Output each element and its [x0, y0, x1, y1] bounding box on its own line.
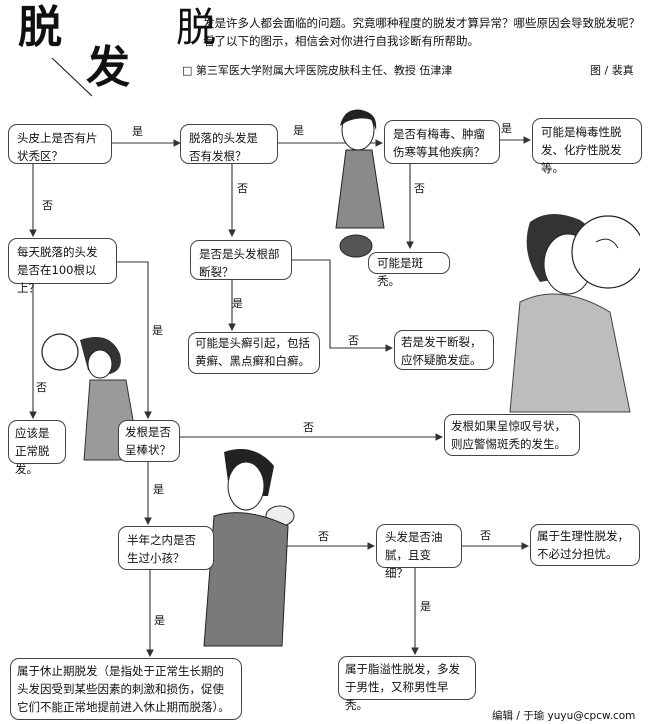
node-telogen-result: 属于休止期脱发（是指处于正常生长期的头发因受到某些因素的刺激和损伤，促使它们不能…	[10, 658, 242, 720]
illustration-credit: 图 / 裴真	[590, 64, 634, 77]
intro-dropcap: 脱	[176, 5, 216, 51]
label-n6-n11-yes: 是	[152, 324, 163, 337]
node-normal-loss-result: 应该是正常脱发。	[8, 420, 66, 476]
node-other-disease-question: 是否有梅毒、肿瘤伤寒等其他疾病？	[384, 120, 500, 164]
node-root-break-question: 是否是头发根部断裂？	[190, 240, 292, 280]
label-n3-n4-yes: 是	[501, 122, 512, 135]
title-char-1: 脱	[18, 2, 62, 53]
node-alopecia-areata-result: 可能是斑秃。	[368, 252, 450, 288]
node-brittle-hair-result: 若是发干断裂，应怀疑脆发症。	[394, 330, 494, 370]
node-hair-root-question: 脱落的头发是否有发根？	[180, 124, 278, 164]
node-tinea-result: 可能是头癣引起，包括黄癣、黑点癣和白癣。	[188, 332, 320, 374]
label-n3-n5-no: 否	[414, 182, 425, 195]
node-bald-patch-question: 头皮上是否有片状秃区？	[8, 124, 112, 164]
woman-illustration-2	[509, 213, 640, 413]
node-daily-loss-question: 每天脱落的头发是否在100根以上？	[8, 238, 117, 295]
label-n2-n3-yes: 是	[293, 124, 304, 137]
edge-n6-n11	[117, 261, 152, 420]
edge-n7-n9	[292, 259, 394, 352]
label-n14-n17-yes: 是	[420, 600, 431, 613]
label-n2-n7-no: 否	[237, 182, 248, 195]
node-syphilis-chemo-result: 可能是梅毒性脱发、化疗性脱发等。	[532, 118, 642, 175]
byline: □ 第三军医大学附属大坪医院皮肤科主任、教授 伍津津	[182, 64, 453, 77]
node-seborrheic-result: 属于脂溢性脱发，多发于男性，又称男性早秃。	[338, 656, 476, 712]
node-exclamation-root-result: 发根如果呈惊叹号状，则应警惕斑秃的发生。	[444, 414, 580, 456]
label-n6-n10-no: 否	[36, 381, 47, 394]
label-n1-n6-no: 否	[42, 199, 53, 212]
woman-illustration-1	[335, 109, 385, 258]
label-n1-n2-yes: 是	[132, 125, 143, 138]
node-physiological-result: 属于生理性脱发，不必过分担忧。	[530, 524, 640, 566]
node-childbirth-question: 半年之内是否生过小孩？	[118, 526, 214, 570]
label-n13-n14-no: 否	[318, 530, 329, 543]
title-char-2: 发	[86, 42, 130, 93]
label-n11-n12-no: 否	[303, 421, 314, 434]
node-oily-hair-question: 头发是否油腻，且变细？	[376, 524, 462, 580]
label-n11-n13-yes: 是	[153, 483, 164, 496]
woman-illustration-4	[203, 449, 295, 647]
node-club-root-question: 发根是否呈棒状？	[118, 420, 180, 462]
footer-editor: 编辑 / 于瑜 yuyu@cpcw.com	[492, 710, 636, 722]
label-n14-n15-no: 否	[480, 529, 491, 542]
label-n7-n9-no: 否	[348, 334, 359, 347]
intro-text: 发是许多人都会面临的问题。究竟哪种程度的脱发才算异常？哪些原因会导致脱发呢？看了…	[203, 16, 640, 48]
label-n7-n8-yes: 是	[232, 297, 243, 310]
title-slash	[51, 57, 93, 97]
label-n13-n16-yes: 是	[154, 614, 165, 627]
